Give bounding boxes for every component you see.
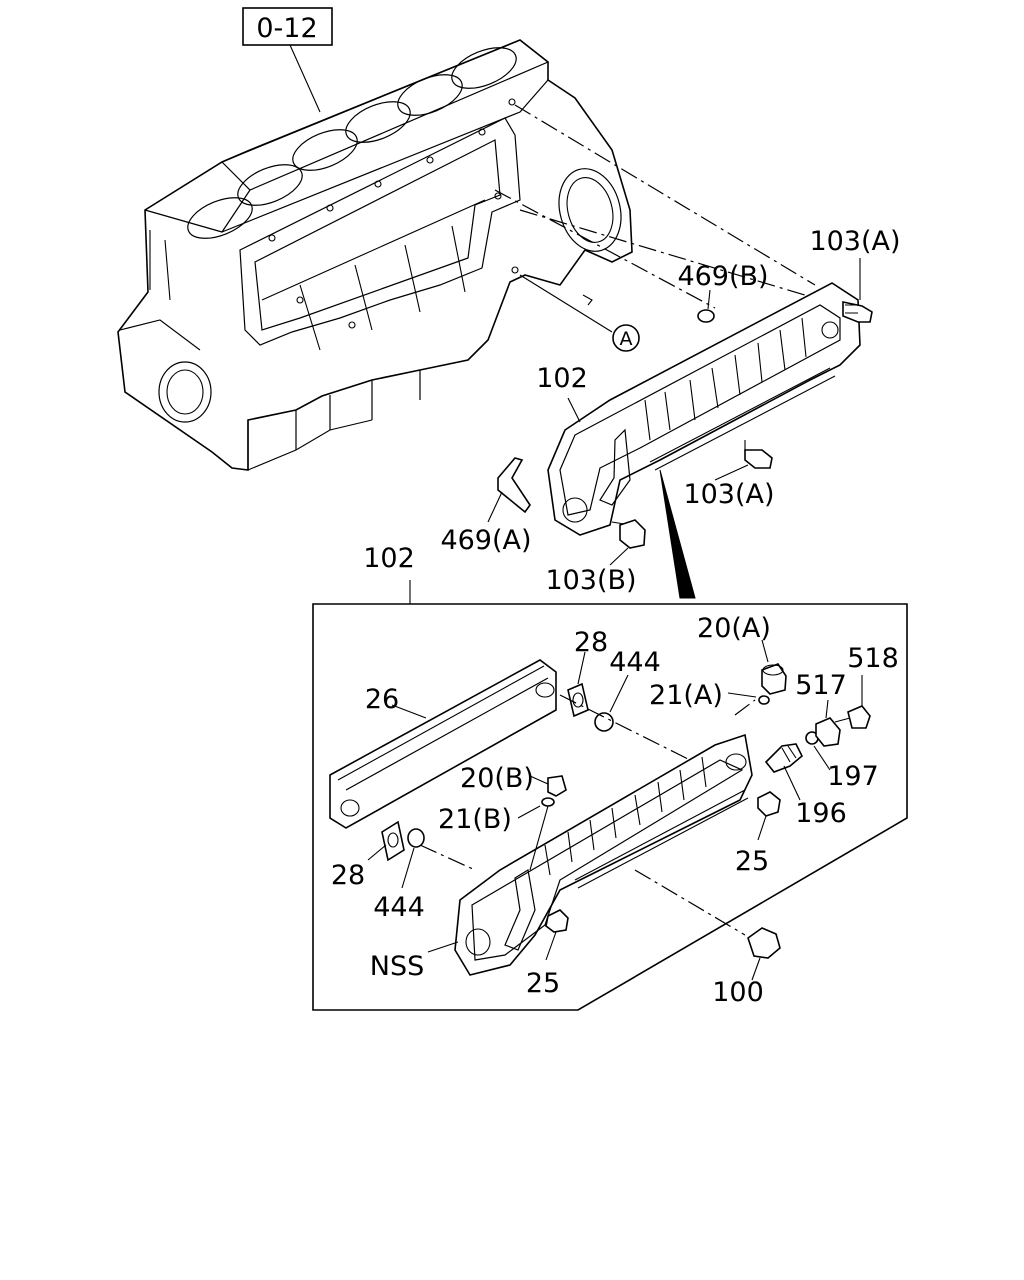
seal-21b bbox=[541, 797, 555, 807]
label-103a-mid: 103(A) bbox=[683, 479, 774, 510]
label-469b: 469(B) bbox=[677, 261, 768, 292]
oil-cooler-upper-assembly bbox=[547, 282, 861, 536]
gasket-469a bbox=[487, 457, 531, 523]
oring-444-bottom bbox=[407, 828, 425, 848]
oring-444-top bbox=[594, 712, 614, 732]
housing-517 bbox=[815, 717, 841, 747]
label-197: 197 bbox=[827, 761, 879, 792]
label-469a: 469(A) bbox=[440, 525, 531, 556]
label-28-top: 28 bbox=[574, 627, 608, 658]
label-25-bottom: 25 bbox=[526, 968, 560, 999]
label-102-upper: 102 bbox=[536, 363, 588, 394]
cooler-housing-nss bbox=[454, 733, 753, 976]
callout-labels: 103(A) 469(B) 102 103(A) 469(A) 103(B) 1… bbox=[331, 226, 901, 1008]
circle-a-text: A bbox=[620, 328, 633, 350]
label-518: 518 bbox=[847, 643, 899, 674]
bolt-518 bbox=[847, 705, 871, 729]
seal-21a bbox=[758, 695, 770, 705]
label-20a: 20(A) bbox=[697, 613, 771, 644]
detail-pointer bbox=[659, 469, 696, 599]
nut-25-bottom bbox=[545, 909, 569, 933]
cooler-element-26 bbox=[329, 659, 557, 829]
reference-box-text: 0-12 bbox=[256, 13, 317, 44]
oring-469b bbox=[697, 289, 715, 323]
plug-20b bbox=[547, 775, 567, 797]
label-517: 517 bbox=[795, 670, 847, 701]
label-nss: NSS bbox=[370, 951, 424, 982]
label-444-top: 444 bbox=[609, 647, 661, 678]
label-444-bottom: 444 bbox=[373, 892, 425, 923]
label-20b: 20(B) bbox=[460, 763, 534, 794]
label-28-bottom: 28 bbox=[331, 860, 365, 891]
plug-20a bbox=[761, 663, 787, 695]
label-103a-top: 103(A) bbox=[809, 226, 900, 257]
label-21a: 21(A) bbox=[649, 680, 723, 711]
label-25-right: 25 bbox=[735, 846, 769, 877]
valve-196 bbox=[764, 743, 803, 773]
leader-102-upper bbox=[567, 397, 581, 423]
circle-a-marker: A bbox=[519, 274, 640, 352]
detail-box bbox=[312, 603, 908, 1011]
nut-25-right bbox=[757, 791, 781, 817]
label-21b: 21(B) bbox=[438, 804, 512, 835]
label-102-box: 102 bbox=[363, 543, 415, 574]
label-196: 196 bbox=[795, 798, 847, 829]
gasket-28-bottom bbox=[381, 820, 405, 862]
detail-contents bbox=[329, 639, 871, 981]
label-26: 26 bbox=[365, 684, 399, 715]
label-103b: 103(B) bbox=[545, 565, 636, 596]
bolt-103a-top bbox=[842, 258, 873, 323]
label-100: 100 bbox=[712, 977, 764, 1008]
bolt-103b bbox=[609, 519, 646, 566]
reference-box: 0-12 bbox=[242, 7, 333, 113]
bolt-103a-mid bbox=[714, 440, 773, 481]
upper-alignment-lines bbox=[494, 104, 856, 311]
engine-block bbox=[117, 39, 633, 471]
gasket-28-top bbox=[567, 682, 589, 718]
cap-100 bbox=[747, 927, 781, 959]
